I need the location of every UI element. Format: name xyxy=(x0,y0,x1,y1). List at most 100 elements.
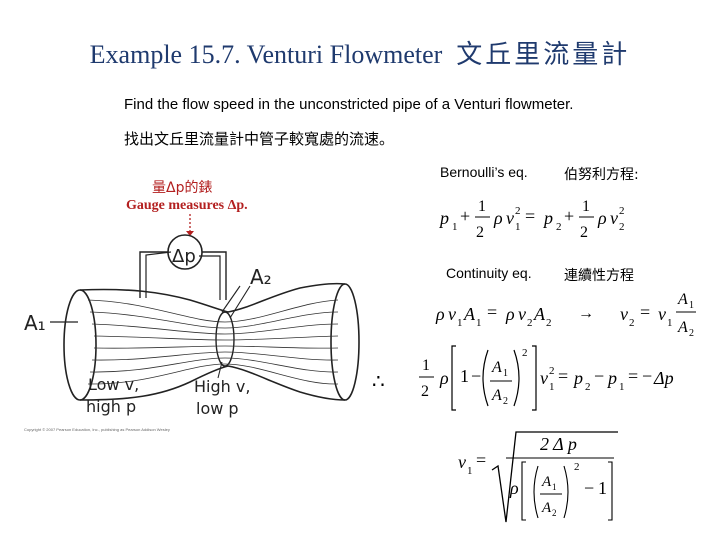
svg-text:2: 2 xyxy=(689,328,694,339)
svg-text:2: 2 xyxy=(629,317,635,329)
pointer-throat xyxy=(217,361,223,379)
continuity-equation: ρ v 1 A 1 = ρ v 2 A 2 → v 2 = v 1 A 1 A … xyxy=(435,291,696,339)
svg-text:2: 2 xyxy=(515,205,521,217)
svg-text:v: v xyxy=(610,208,618,228)
svg-text:v: v xyxy=(458,452,466,472)
label-a2: A₂ xyxy=(250,265,272,289)
pipe-right-opening xyxy=(330,283,360,401)
svg-text:2: 2 xyxy=(549,365,555,377)
svg-text:2: 2 xyxy=(574,461,580,473)
problem-statement-en: Find the flow speed in the unconstricted… xyxy=(124,96,574,113)
svg-text:2: 2 xyxy=(556,221,562,233)
pressure-difference-equation: ∴ 1 2 ρ 1 − A 1 A 2 2 v 2 1 = p 2 − p 1 … xyxy=(372,345,674,411)
svg-text:−: − xyxy=(642,366,652,386)
svg-text:1: 1 xyxy=(503,368,508,379)
pointer-a2 xyxy=(229,285,251,319)
gauge-tube-left xyxy=(139,251,168,298)
svg-text:−: − xyxy=(471,366,481,386)
svg-text:1: 1 xyxy=(467,465,473,477)
svg-text:p: p xyxy=(572,368,583,388)
streamlines xyxy=(87,299,339,385)
svg-text:+: + xyxy=(460,206,470,226)
pipe-top-wall xyxy=(79,282,346,313)
svg-text:=: = xyxy=(525,206,535,226)
svg-text:2: 2 xyxy=(522,347,528,359)
gauge-caption-zh: 量Δp的錶 xyxy=(152,180,213,196)
copyright-note: Copyright © 2007 Pearson Education, Inc.… xyxy=(24,427,170,432)
svg-text:2: 2 xyxy=(619,221,625,233)
gauge-caption-en: Gauge measures Δp. xyxy=(126,198,248,213)
therefore-symbol: ∴ xyxy=(372,371,385,393)
svg-text:=: = xyxy=(476,450,486,470)
svg-text:+: + xyxy=(564,206,574,226)
svg-text:1: 1 xyxy=(598,478,607,498)
label-low-p: low p xyxy=(196,399,239,418)
svg-text:1: 1 xyxy=(667,317,673,329)
svg-text:1: 1 xyxy=(552,482,557,492)
svg-text:−: − xyxy=(584,478,594,498)
svg-text:A: A xyxy=(491,387,502,404)
svg-text:2 Δ p: 2 Δ p xyxy=(540,434,577,454)
svg-text:A: A xyxy=(491,359,502,376)
label-high-p: high p xyxy=(86,397,136,416)
svg-text:=: = xyxy=(487,302,497,322)
title-zh: 文丘里流量計 xyxy=(456,40,631,70)
svg-text:1: 1 xyxy=(582,198,590,215)
label-low-v: Low v, xyxy=(88,375,139,394)
svg-text:A: A xyxy=(677,319,688,336)
svg-text:=: = xyxy=(558,366,568,386)
svg-text:2: 2 xyxy=(421,383,429,400)
svg-text:2: 2 xyxy=(580,224,588,241)
svg-text:ρ: ρ xyxy=(439,368,449,388)
pointer-a2-b xyxy=(221,285,241,313)
page-title: Example 15.7. Venturi Flowmeter 文丘里流量計 xyxy=(0,34,720,71)
bernoulli-label-zh: 伯努利方程: xyxy=(564,167,639,183)
svg-text:2: 2 xyxy=(546,317,552,329)
svg-text:ρ: ρ xyxy=(597,208,607,228)
bernoulli-equation: p 1 + 1 2 ρ v 2 1 = p 2 + 1 2 ρ v 2 2 xyxy=(438,198,625,241)
svg-text:ρ: ρ xyxy=(509,478,519,498)
svg-text:p: p xyxy=(542,208,553,228)
svg-text:p: p xyxy=(606,368,617,388)
gauge-tube-right-inner xyxy=(199,255,221,300)
gauge-delta-p: Δp xyxy=(172,246,196,267)
problem-statement-zh: 找出文丘里流量計中管子較寬處的流速。 xyxy=(124,130,395,148)
svg-text:1: 1 xyxy=(515,221,521,233)
svg-text:2: 2 xyxy=(503,396,508,407)
svg-text:2: 2 xyxy=(619,205,625,217)
svg-text:1: 1 xyxy=(689,300,694,311)
svg-text:v: v xyxy=(518,304,526,324)
svg-text:ρ: ρ xyxy=(435,304,445,324)
svg-text:1: 1 xyxy=(619,381,625,393)
pipe-throat-section xyxy=(215,311,235,367)
gauge-leader-arrow xyxy=(186,231,194,236)
svg-text:Δp: Δp xyxy=(653,368,674,388)
svg-text:v: v xyxy=(540,368,548,388)
v1-solution: v 1 = 2 Δ p ρ A 1 A 2 2 − 1 xyxy=(458,431,618,523)
gauge-tube-left-inner xyxy=(145,251,172,298)
svg-text:2: 2 xyxy=(585,381,591,393)
implies-arrow: → xyxy=(578,305,594,322)
pipe-left-opening xyxy=(63,289,97,401)
svg-text:1: 1 xyxy=(476,317,482,329)
continuity-label: Continuity eq. xyxy=(446,265,532,281)
svg-text:A: A xyxy=(541,500,552,516)
svg-text:1: 1 xyxy=(457,317,463,329)
svg-text:1: 1 xyxy=(460,366,469,386)
label-a1: A₁ xyxy=(24,311,46,335)
svg-text:ρ: ρ xyxy=(505,304,515,324)
svg-text:−: − xyxy=(594,366,604,386)
svg-text:v: v xyxy=(448,304,456,324)
bernoulli-label: Bernoulli’s eq. xyxy=(440,164,528,180)
svg-text:=: = xyxy=(628,366,638,386)
continuity-label-zh: 連續性方程 xyxy=(564,268,634,284)
svg-text:2: 2 xyxy=(552,508,557,518)
label-high-v: High v, xyxy=(194,377,250,396)
title-en: Example 15.7. Venturi Flowmeter xyxy=(89,40,443,69)
svg-text:1: 1 xyxy=(422,357,430,374)
svg-text:2: 2 xyxy=(527,317,533,329)
svg-text:v: v xyxy=(506,208,514,228)
svg-text:v: v xyxy=(658,304,666,324)
svg-text:1: 1 xyxy=(478,198,486,215)
